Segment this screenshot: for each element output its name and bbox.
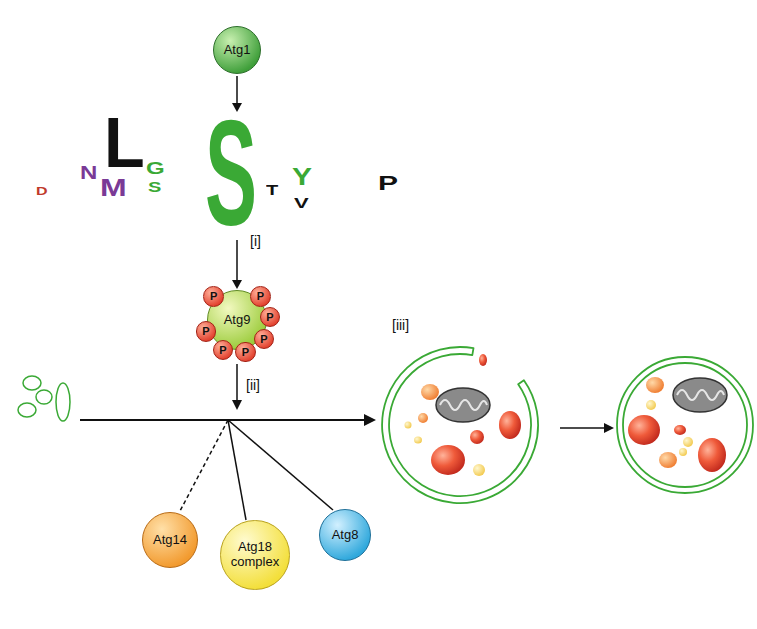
node-label: P [219, 344, 226, 357]
phospho-circle: P [213, 340, 234, 361]
logo-letter: L [104, 108, 145, 178]
node-label: P [210, 290, 217, 303]
node-label: Atg1 [224, 43, 251, 58]
factor-circle: Atg14 [142, 512, 198, 568]
phospho-circle: P [260, 307, 281, 328]
process-arrow [560, 423, 614, 433]
mitochondrion [673, 378, 727, 412]
process-arrow [232, 364, 242, 410]
phagophore [382, 347, 538, 503]
logo-letter: M [100, 177, 127, 200]
phospho-circle: P [254, 329, 275, 350]
callout-label: [i] [250, 234, 261, 248]
phospho-circle: P [250, 286, 271, 307]
node-label: P [260, 333, 267, 346]
logo-letter: S [148, 180, 161, 194]
logo-letter: Y [292, 165, 312, 189]
callout-label: [iii] [392, 318, 409, 332]
logo-letter: V [294, 195, 309, 210]
factor-circle: Atg18 complex [220, 520, 289, 589]
node-label: Atg14 [153, 533, 187, 548]
factor-lines [180, 420, 333, 520]
mitochondrion [436, 388, 490, 422]
node-label: Atg8 [332, 528, 359, 543]
kinase-circle: Atg1 [213, 26, 261, 74]
factor-circle: Atg8 [319, 509, 371, 561]
logo-letter: T [266, 183, 278, 197]
logo-letter: P [378, 172, 398, 193]
node-label: Atg9 [224, 313, 251, 328]
logo-letter: G [146, 160, 165, 177]
phospho-circle: P [235, 342, 256, 363]
callout-label: [ii] [246, 378, 260, 392]
logo-letter: N [80, 163, 97, 182]
vesicles [18, 376, 70, 421]
node-label: Atg18 complex [227, 540, 283, 570]
logo-letter: D [36, 186, 48, 197]
node-label: P [202, 325, 209, 338]
logo-letter: S [205, 98, 257, 248]
node-label: P [257, 290, 264, 303]
autophagosome [617, 357, 753, 493]
phospho-circle: P [203, 286, 224, 307]
node-label: P [242, 346, 249, 359]
phospho-circle: P [196, 321, 217, 342]
node-label: P [266, 311, 273, 324]
